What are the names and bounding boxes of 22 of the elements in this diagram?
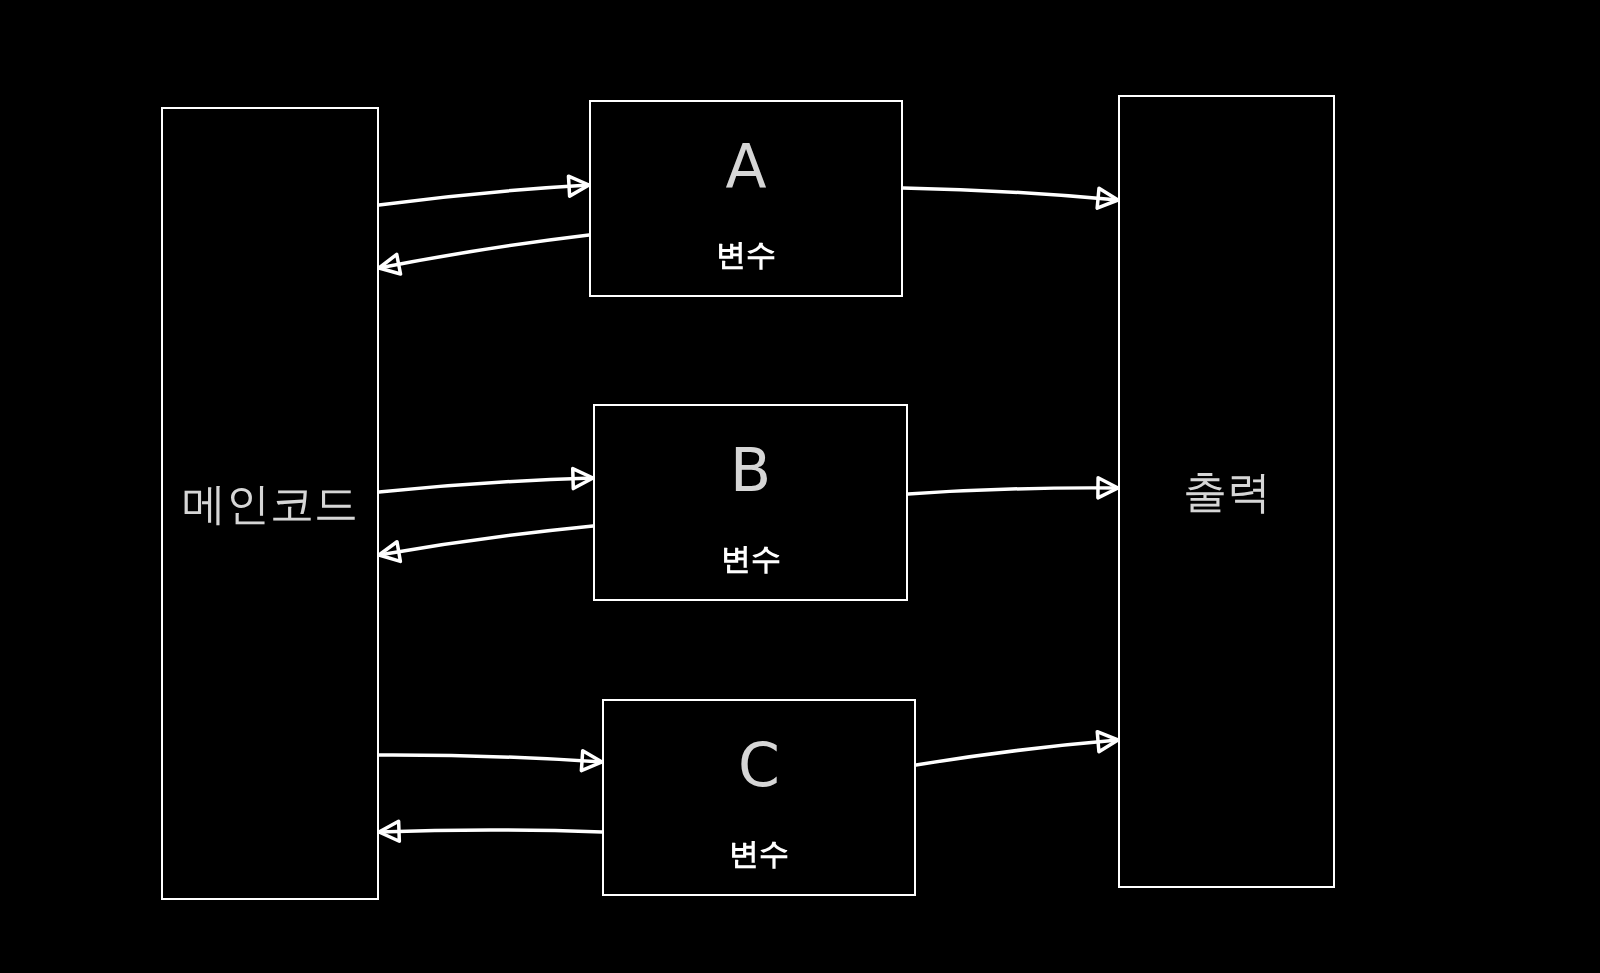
arrow [377,174,591,207]
process-box [161,107,379,900]
node-title: A [725,136,767,196]
variable-label: 변수 [720,542,781,575]
process-box [1118,95,1335,888]
node-label: 출력 [1182,464,1271,518]
arrow [914,730,1120,767]
arrow [901,186,1120,210]
process-box [589,100,903,297]
arrow [377,233,591,276]
node-title: B [729,440,772,500]
arrow [906,476,1120,500]
arrow [377,524,595,564]
arrow [377,749,604,773]
arrow [377,819,604,844]
node-title: C [738,735,780,795]
node-label: 메인코드 [182,476,358,530]
variable-label: 변수 [716,238,776,271]
variable-label: 변수 [729,837,789,870]
process-box [602,699,916,896]
process-box [593,404,908,601]
arrow [377,466,595,494]
